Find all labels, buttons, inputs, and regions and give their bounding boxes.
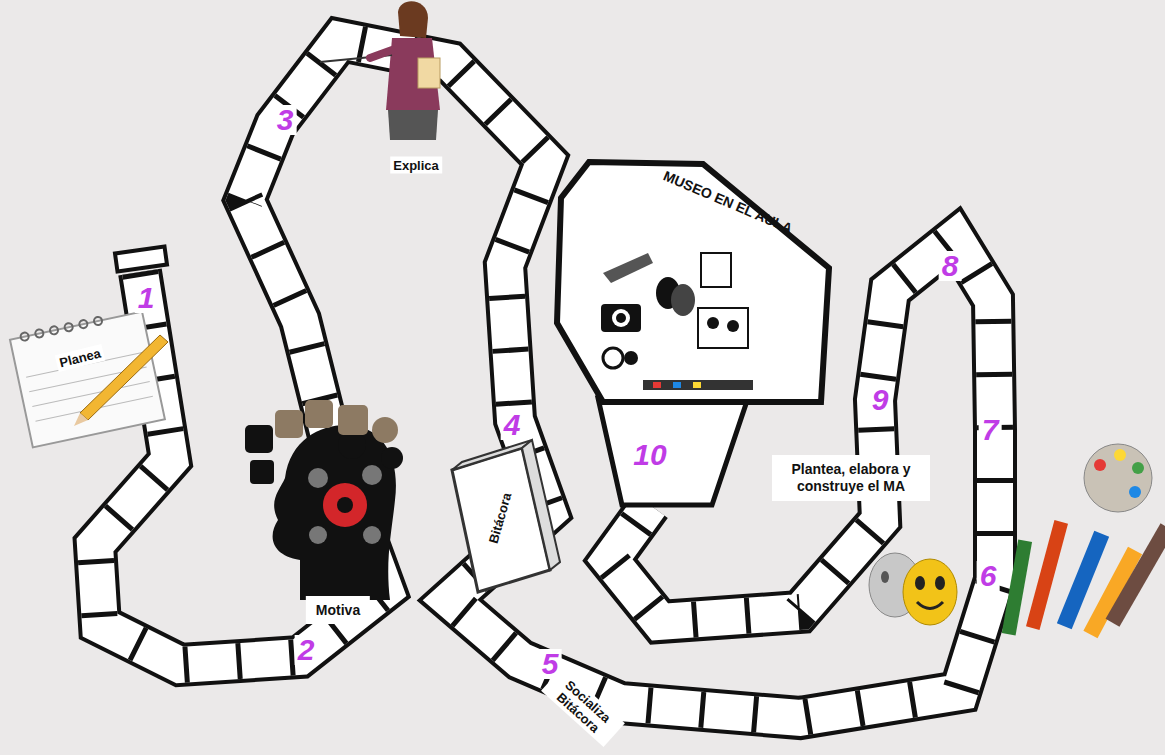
book-icon [452,440,560,592]
process-box: Plantea, elabora y construye el MA [772,455,930,501]
caption-label: Explica [390,157,442,174]
callout-number: 1 [135,283,158,313]
callout-number: 3 [274,105,297,135]
track-start [115,247,167,272]
callout-number: 2 [295,635,318,665]
funnel-cell [598,398,748,505]
step-label: Motiva [306,596,370,624]
callout-number: 9 [869,385,892,415]
head-icon [245,400,403,600]
callout-number: 7 [979,415,1002,445]
teacher-figure [320,1,440,140]
node-text: Plantea, elabora y construye el MA [778,461,924,495]
callout-number: 4 [501,410,524,440]
callout-number: 8 [939,251,962,281]
callout-number: 6 [977,561,1000,591]
theatre-masks [869,553,957,625]
museum-icons [601,253,753,390]
notepad-icon [9,308,165,448]
museum-area: MUSEO EN EL AULA [553,158,835,408]
callout-number: 10 [630,440,669,470]
track-border [95,40,995,718]
track-fill [95,40,995,718]
art-supplies [1002,444,1165,638]
track-rungs [95,40,995,718]
